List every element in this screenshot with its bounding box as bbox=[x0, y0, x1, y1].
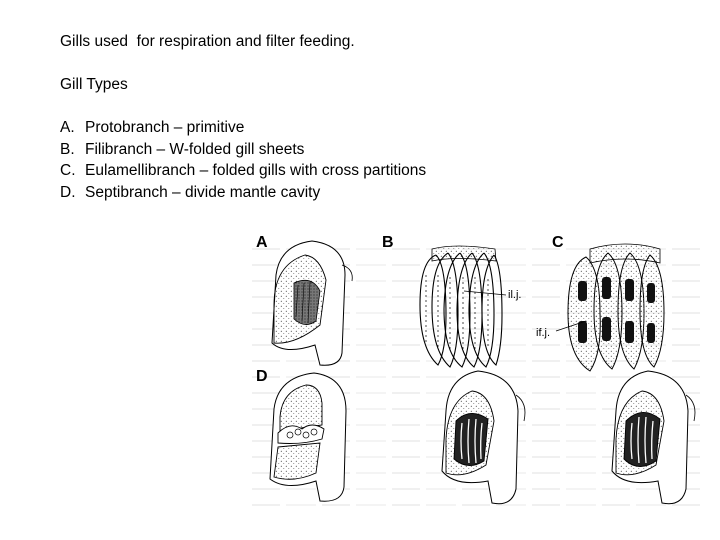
gill-types-figure: A B il.j. C bbox=[250, 234, 702, 517]
panel-d: D bbox=[256, 368, 347, 502]
gill-types-heading: Gill Types bbox=[60, 76, 128, 93]
annotation-ifj: if.j. bbox=[536, 327, 550, 339]
list-marker: C. bbox=[60, 162, 76, 179]
panel-label-b: B bbox=[382, 234, 394, 251]
list-text: Protobranch – primitive bbox=[85, 119, 245, 136]
blank-line bbox=[60, 53, 426, 75]
panel-c: C if.j. bbox=[536, 234, 665, 372]
annotation-ilj: il.j. bbox=[508, 289, 521, 301]
list-marker: B. bbox=[60, 140, 75, 158]
list-item-a: A. Protobranch – primitive bbox=[60, 117, 426, 139]
panel-label-c: C bbox=[552, 234, 564, 251]
list-marker: D. bbox=[60, 183, 76, 201]
panel-b: B il.j. bbox=[382, 234, 521, 368]
list-item-c: C. Eulamellibranch – folded gills with c… bbox=[60, 160, 426, 182]
panel-e bbox=[441, 370, 526, 505]
panel-a-gill bbox=[293, 279, 321, 325]
panel-b-filaments bbox=[419, 252, 503, 368]
blank-line bbox=[60, 96, 426, 118]
panel-e-gills bbox=[453, 413, 489, 466]
panel-a: A bbox=[256, 234, 353, 366]
panel-label-d: D bbox=[256, 368, 268, 385]
list-text: Eulamellibranch – folded gills with cros… bbox=[85, 162, 427, 179]
list-marker: A. bbox=[60, 119, 75, 136]
list-item-b: B. Filibranch – W-folded gill sheets bbox=[60, 139, 426, 161]
slide-text: Gills used for respiration and filter fe… bbox=[60, 31, 426, 203]
list-text: Filibranch – W-folded gill sheets bbox=[85, 140, 305, 158]
panel-c-lamellae bbox=[567, 252, 665, 372]
list-text: Septibranch – divide mantle cavity bbox=[85, 183, 321, 201]
list-item-d: D. Septibranch – divide mantle cavity bbox=[60, 182, 426, 204]
intro-line: Gills used for respiration and filter fe… bbox=[60, 33, 355, 50]
panel-f bbox=[611, 370, 696, 505]
panel-d-lower-chamber bbox=[273, 442, 321, 480]
panel-label-a: A bbox=[256, 234, 268, 251]
panel-f-gills bbox=[623, 412, 661, 467]
